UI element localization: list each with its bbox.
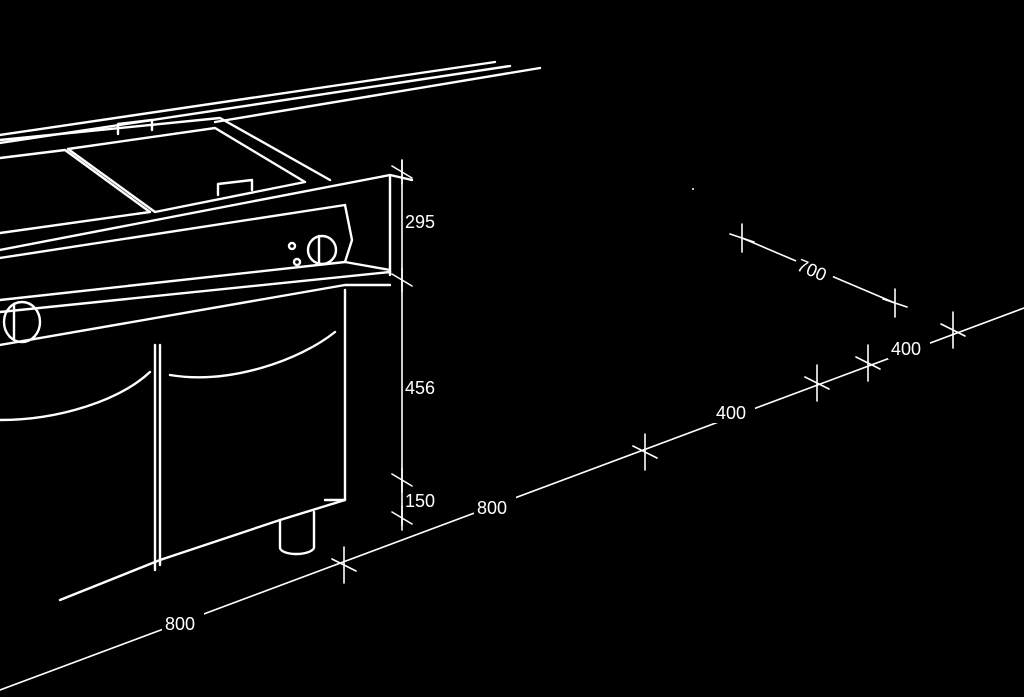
dim-width-front-3: 400 — [716, 403, 746, 423]
dimension-labels: 295 456 150 700 800 800 400 400 — [162, 212, 930, 634]
appliance-outline — [0, 60, 542, 602]
dim-height-middle: 456 — [405, 378, 435, 398]
tick-marks — [331, 159, 966, 584]
dim-width-front-4: 400 — [891, 339, 921, 359]
dim-height-bottom: 150 — [405, 491, 435, 511]
dim-width-front-2: 800 — [477, 498, 507, 518]
dim-height-top: 295 — [405, 212, 435, 232]
dim-width-front-1: 800 — [165, 614, 195, 634]
dimension-lines — [0, 159, 1024, 691]
